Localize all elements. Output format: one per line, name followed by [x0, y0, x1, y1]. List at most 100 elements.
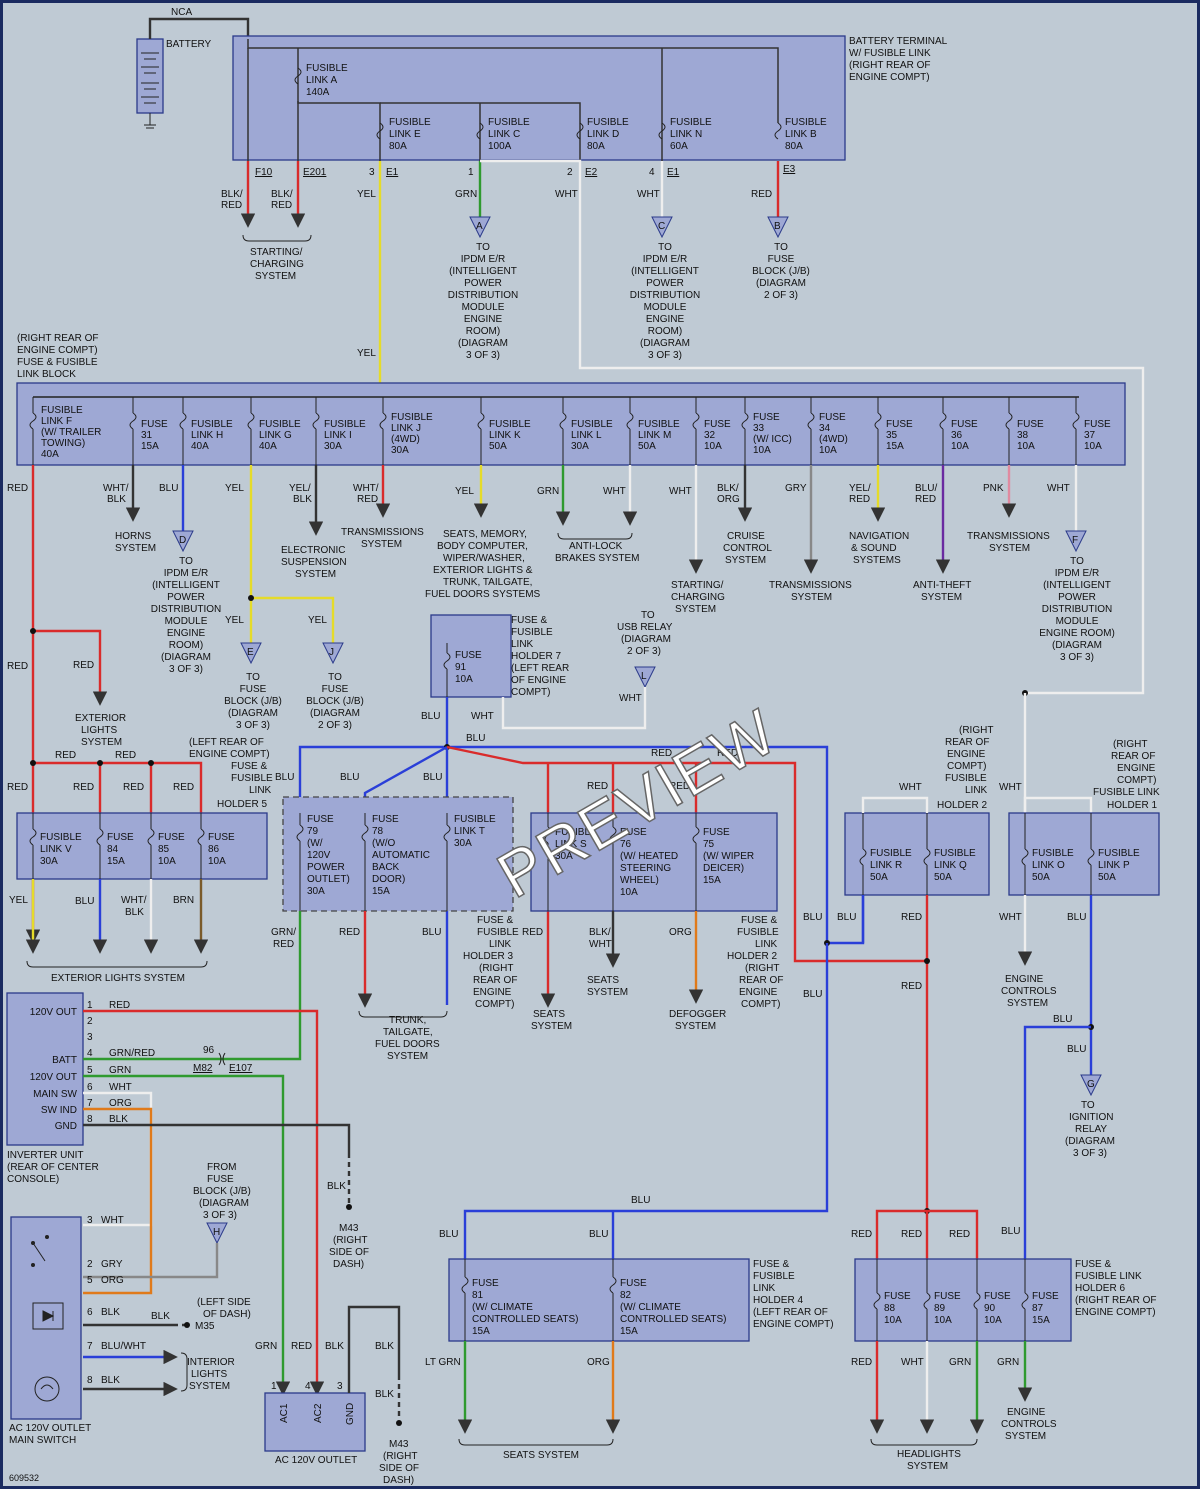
svg-text:80A: 80A [389, 141, 407, 152]
svg-text:FUSE: FUSE [768, 254, 795, 265]
svg-text:M43: M43 [339, 1223, 359, 1234]
svg-text:RED: RED [109, 1000, 130, 1011]
battery: NCA BATTERY [136, 7, 250, 129]
svg-text:(W/ CLIMATE: (W/ CLIMATE [620, 1302, 681, 1313]
svg-text:BLU: BLU [423, 772, 442, 783]
svg-text:BLK/: BLK/ [717, 483, 739, 494]
svg-text:(RIGHT: (RIGHT [479, 963, 513, 974]
svg-text:HOLDER 1: HOLDER 1 [1107, 800, 1157, 811]
svg-text:RED: RED [357, 494, 378, 505]
svg-text:ROOM): ROOM) [466, 326, 500, 337]
svg-text:FUSIBLE: FUSIBLE [737, 927, 779, 938]
svg-text:FUSE &: FUSE & [741, 915, 777, 926]
to-ipdm-a-text: TO [476, 242, 490, 253]
svg-text:MAIN SWITCH: MAIN SWITCH [9, 1435, 76, 1446]
svg-text:RED: RED [717, 748, 738, 759]
to-fuse-block-b-text: TO [774, 242, 788, 253]
svg-text:FUSE: FUSE [455, 650, 482, 661]
svg-text:10A: 10A [455, 674, 473, 685]
svg-text:LINK S: LINK S [555, 839, 587, 850]
svg-text:4: 4 [649, 167, 655, 178]
svg-text:10A: 10A [1017, 441, 1035, 452]
svg-text:COMPT): COMPT) [741, 999, 780, 1010]
svg-text:10A: 10A [984, 1315, 1002, 1326]
svg-text:RED: RED [339, 927, 360, 938]
svg-text:GRN: GRN [537, 486, 559, 497]
svg-text:BLU/: BLU/ [915, 483, 937, 494]
svg-text:LINK: LINK [755, 939, 778, 950]
svg-text:MODULE: MODULE [1056, 616, 1099, 627]
svg-text:LINK M: LINK M [638, 430, 671, 441]
svg-text:FROM: FROM [207, 1162, 236, 1173]
svg-text:7: 7 [87, 1341, 93, 1352]
svg-text:FUSE: FUSE [620, 827, 647, 838]
svg-text:87: 87 [1032, 1303, 1044, 1314]
svg-text:31: 31 [141, 430, 153, 441]
svg-text:DOOR): DOOR) [372, 874, 405, 885]
svg-text:15A: 15A [372, 886, 390, 897]
conn-e2: E2 [585, 167, 598, 178]
svg-text:MODULE: MODULE [462, 302, 505, 313]
fusible-link-a: FUSIBLE LINK A 140A [294, 63, 348, 98]
wire-red-120v-out [83, 1009, 325, 1396]
svg-text:SEATS: SEATS [533, 1009, 565, 1020]
svg-text:(W/ HEATED: (W/ HEATED [620, 851, 678, 862]
svg-text:AC 120V OUTLET: AC 120V OUTLET [9, 1423, 91, 1434]
svg-text:J: J [329, 647, 334, 658]
svg-text:LINK: LINK [965, 785, 988, 796]
svg-text:3: 3 [337, 1381, 343, 1392]
svg-text:TRANSMISSIONS: TRANSMISSIONS [769, 580, 852, 591]
conn-e1-b: E1 [667, 167, 680, 178]
svg-text:(LEFT SIDE: (LEFT SIDE [197, 1297, 251, 1308]
svg-text:8: 8 [87, 1114, 93, 1125]
svg-text:FUSIBLE: FUSIBLE [306, 63, 348, 74]
svg-text:TOWING): TOWING) [41, 438, 85, 449]
svg-text:POWER: POWER [646, 278, 684, 289]
svg-text:15A: 15A [703, 875, 721, 886]
svg-text:RED: RED [901, 1229, 922, 1240]
svg-text:COMPT): COMPT) [511, 687, 550, 698]
svg-text:FUSE: FUSE [1084, 419, 1111, 430]
svg-text:ORG: ORG [109, 1098, 132, 1109]
svg-text:E: E [247, 647, 254, 658]
svg-text:(DIAGRAM: (DIAGRAM [621, 634, 671, 645]
svg-text:BLU: BLU [1067, 1044, 1086, 1055]
svg-text:40A: 40A [191, 441, 209, 452]
svg-text:MODULE: MODULE [165, 616, 208, 627]
svg-text:(RIGHT REAR OF: (RIGHT REAR OF [1075, 1295, 1156, 1306]
svg-text:RED: RED [849, 494, 870, 505]
svg-text:TAILGATE,: TAILGATE, [383, 1027, 433, 1038]
svg-text:FUSE: FUSE [207, 1174, 234, 1185]
svg-text:POWER: POWER [167, 592, 205, 603]
svg-text:BLU: BLU [803, 912, 822, 923]
svg-text:FUSE: FUSE [141, 419, 168, 430]
svg-text:2: 2 [87, 1016, 93, 1027]
svg-text:E107: E107 [229, 1063, 253, 1074]
svg-text:BLU: BLU [466, 733, 485, 744]
svg-text:(RIGHT: (RIGHT [959, 725, 993, 736]
svg-text:(4WD): (4WD) [819, 434, 848, 445]
svg-text:LIGHTS: LIGHTS [81, 725, 117, 736]
right-fusible-link-holder-1 [1008, 812, 1160, 896]
inverter-label-0: 120V OUT [30, 1007, 77, 1018]
svg-text:LINK I: LINK I [324, 430, 352, 441]
svg-text:50A: 50A [489, 441, 507, 452]
svg-text:SEATS: SEATS [587, 975, 619, 986]
svg-text:WHT: WHT [901, 1357, 924, 1368]
svg-text:3: 3 [87, 1215, 93, 1226]
svg-text:CHARGING: CHARGING [250, 259, 304, 270]
svg-text:1: 1 [87, 1000, 93, 1011]
inverter-pin-2: 2 [87, 1016, 93, 1027]
svg-text:RED: RED [221, 200, 242, 211]
svg-text:FUSIBLE: FUSIBLE [555, 827, 597, 838]
svg-text:(LEFT REAR: (LEFT REAR [511, 663, 569, 674]
svg-text:GRN: GRN [109, 1065, 131, 1076]
